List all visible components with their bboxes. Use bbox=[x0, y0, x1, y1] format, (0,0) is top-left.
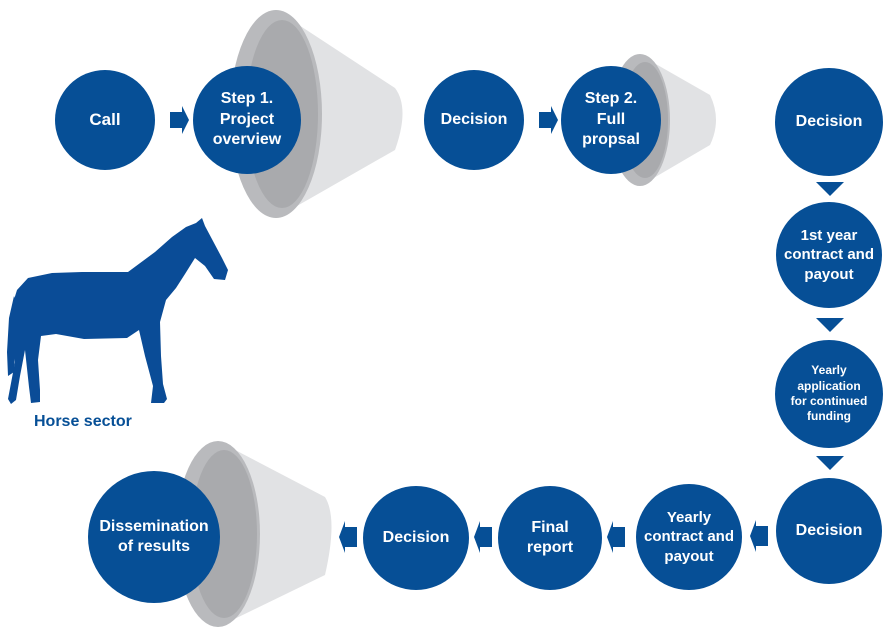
node-final-report: Final report bbox=[498, 486, 602, 590]
node-dissemination-of-results: Dissemination of results bbox=[88, 471, 220, 603]
arrow-right-icon bbox=[539, 106, 558, 134]
node-call: Call bbox=[55, 70, 155, 170]
horse-sector-label: Horse sector bbox=[34, 413, 132, 430]
node-step2-full-proposal: Step 2. Full propsal bbox=[561, 66, 661, 174]
node-decision-3: Decision bbox=[776, 478, 882, 584]
funnel-inner bbox=[191, 450, 257, 618]
arrow-left-icon bbox=[750, 520, 768, 552]
node-yearly-application: Yearly application for continued funding bbox=[775, 340, 883, 448]
arrow-left-icon bbox=[474, 521, 492, 553]
node-first-year-contract: 1st year contract and payout bbox=[776, 202, 882, 308]
node-decision-4: Decision bbox=[363, 486, 469, 590]
horse-silhouette-icon bbox=[8, 218, 228, 404]
arrow-right-icon bbox=[170, 106, 189, 134]
node-step1-project-overview: Step 1. Project overview bbox=[193, 66, 301, 174]
arrow-left-icon bbox=[607, 521, 625, 553]
horse-tail bbox=[7, 296, 18, 376]
node-decision-2: Decision bbox=[775, 68, 883, 176]
arrow-left-icon bbox=[339, 521, 357, 553]
arrow-down-icon bbox=[816, 318, 844, 332]
node-yearly-contract: Yearly contract and payout bbox=[636, 484, 742, 590]
arrow-down-icon bbox=[816, 456, 844, 470]
node-decision-1: Decision bbox=[424, 70, 524, 170]
arrow-down-icon bbox=[816, 182, 844, 196]
